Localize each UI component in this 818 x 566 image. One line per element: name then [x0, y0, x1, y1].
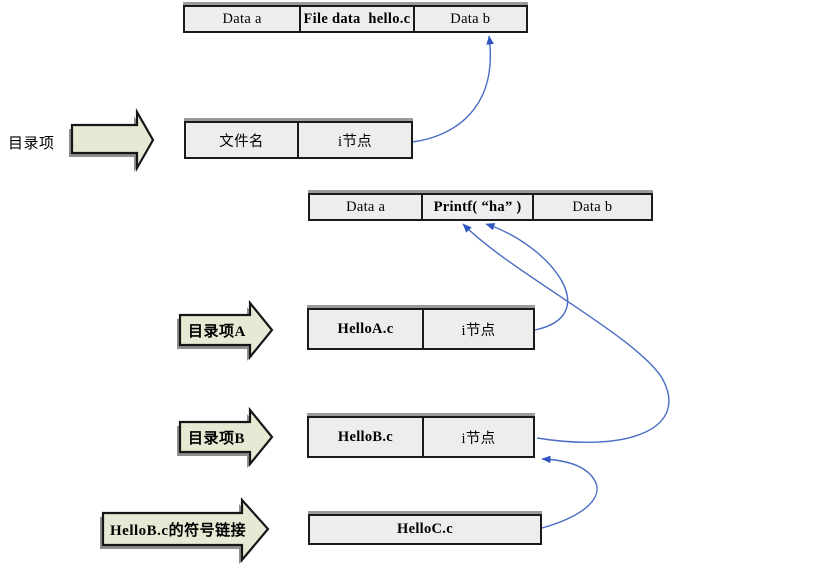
- cell-inode: i节点: [421, 418, 533, 456]
- cell-label: Printf( “ha” ): [433, 198, 522, 215]
- helloa-inode-block: HelloA.c i节点: [307, 308, 535, 350]
- cell-helloc: HelloC.c: [310, 516, 540, 543]
- cell-label: Data b: [450, 10, 491, 27]
- block-arrow-body: [101, 497, 270, 564]
- link-hellob-inode-to-printf: [462, 223, 670, 444]
- cell-data-a: Data a: [310, 195, 421, 219]
- cell-label: File data hello.c: [303, 10, 411, 27]
- mid-data-block: Data a Printf( “ha” ) Data b: [308, 193, 653, 221]
- cell-data-a: Data a: [185, 7, 299, 31]
- cell-label: HelloC.c: [397, 521, 453, 537]
- cell-data-b: Data b: [412, 7, 526, 31]
- cell-label: Data b: [572, 198, 613, 215]
- cell-label: HelloB.c: [337, 428, 394, 445]
- dir-entry-label: 目录项: [8, 136, 55, 152]
- block-arrow-dir-entry-b: [177, 406, 274, 468]
- cell-file-data: File data hello.c: [299, 7, 412, 31]
- symlink-label: HelloB.c的符号链接: [110, 523, 247, 539]
- cell-helloa: HelloA.c: [309, 310, 422, 348]
- cell-label: Data a: [346, 198, 386, 215]
- cell-hellob: HelloB.c: [309, 418, 422, 456]
- dir-entry-b-label: 目录项B: [188, 431, 246, 447]
- filename-inode-block: 文件名 i节点: [184, 121, 413, 159]
- cell-inode: i节点: [297, 123, 411, 157]
- block-arrow-symlink: [100, 497, 270, 564]
- cell-label: i节点: [461, 430, 496, 447]
- dir-entry-a-label: 目录项A: [188, 324, 246, 340]
- block-arrow-body: [70, 107, 155, 173]
- cell-label: i节点: [338, 133, 372, 150]
- cell-data-b: Data b: [531, 195, 651, 219]
- top-data-block: Data a File data hello.c Data b: [183, 5, 528, 33]
- link-filename-inode-to-datab: [411, 35, 494, 143]
- helloc-block: HelloC.c: [308, 514, 542, 545]
- link-helloa-inode-to-printf: [485, 223, 569, 331]
- block-arrow-body: [178, 406, 274, 468]
- cell-label: HelloA.c: [337, 320, 394, 337]
- cell-label: i节点: [461, 322, 496, 339]
- cell-label: 文件名: [219, 133, 264, 150]
- cell-printf: Printf( “ha” ): [421, 195, 531, 219]
- link-helloc-to-hellob: [541, 455, 598, 529]
- cell-inode: i节点: [421, 310, 533, 348]
- cell-label: Data a: [222, 10, 262, 27]
- cell-filename: 文件名: [186, 123, 297, 157]
- hellob-inode-block: HelloB.c i节点: [307, 416, 535, 458]
- block-arrow-dir-entry: [69, 107, 155, 173]
- block-arrow-body: [178, 299, 274, 361]
- block-arrow-dir-entry-a: [177, 299, 274, 361]
